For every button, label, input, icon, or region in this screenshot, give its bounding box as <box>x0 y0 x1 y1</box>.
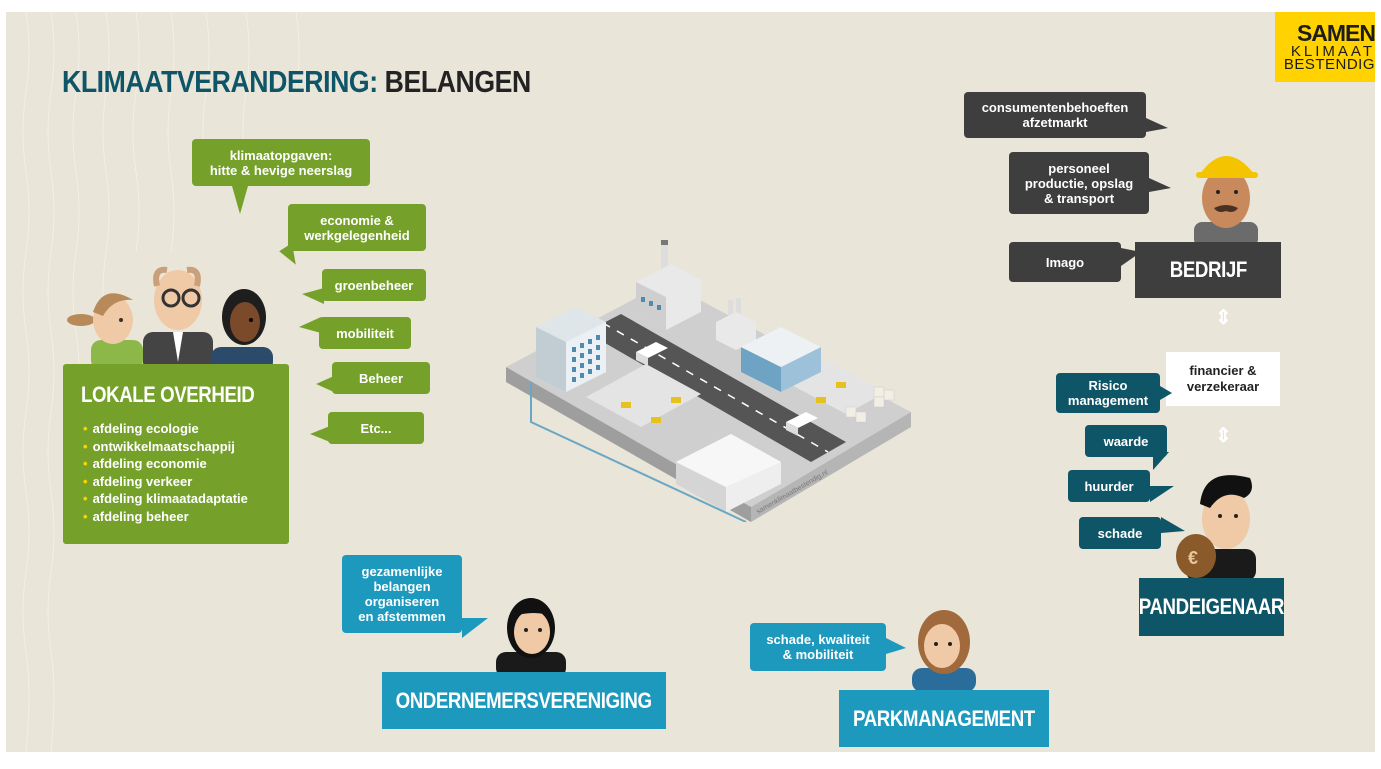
arrow-up-down-icon: ⇕ <box>1215 307 1232 329</box>
bubble-tail <box>1161 517 1185 533</box>
list-item: afdeling klimaatadaptatie <box>83 490 248 508</box>
title-part1: KLIMAATVERANDERING: <box>62 64 378 99</box>
chairwoman-illustration <box>496 598 566 678</box>
list-item: ontwikkelmaatschappij <box>83 438 248 456</box>
pandeigenaar-label: PANDEIGENAAR <box>1138 578 1285 636</box>
bubble-schade-kwaliteit: schade, kwaliteit & mobiliteit <box>750 623 886 671</box>
bubble-tail <box>310 426 330 442</box>
bubble-gezamenlijke: gezamenlijke belangen organiseren en afs… <box>342 555 462 633</box>
list-item: afdeling ecologie <box>83 420 248 438</box>
svg-text:€: € <box>1188 548 1198 568</box>
bubble-huurder: huurder <box>1068 470 1150 502</box>
industrial-park-illustration: samenklimaatbestendig.nl <box>506 240 911 522</box>
bubble-tail <box>232 186 248 214</box>
page-title: KLIMAATVERANDERING: BELANGEN <box>62 64 531 100</box>
worker-illustration <box>1194 156 1258 245</box>
logo-line1: SAMEN <box>1296 20 1375 46</box>
bubble-risico: Risico management <box>1056 373 1160 413</box>
ondernemersvereniging-title: ONDERNEMERSVERENIGING <box>395 687 653 713</box>
arrow-up-down-icon: ⇕ <box>1215 425 1232 447</box>
title-part2: BELANGEN <box>384 64 532 99</box>
financier-label: financier & verzekeraar <box>1166 352 1280 406</box>
pandeigenaar-title: PANDEIGENAAR <box>1138 594 1285 619</box>
bubble-tail <box>302 288 324 304</box>
list-item: afdeling beheer <box>83 508 248 526</box>
bubble-beheer: Beheer <box>332 362 430 394</box>
bubble-tail <box>462 618 488 638</box>
logo-line2: KLIMAAT <box>1290 43 1375 60</box>
lokale-overheid-panel: LOKALE OVERHEID afdeling ecologie ontwik… <box>63 364 289 544</box>
bubble-imago: Imago <box>1009 242 1121 282</box>
bubble-tail <box>1160 386 1172 400</box>
parkmanagement-label: PARKMANAGEMENT <box>839 690 1049 747</box>
bedrijf-label: BEDRIJF <box>1135 242 1281 298</box>
bubble-waarde: waarde <box>1085 425 1167 457</box>
bubble-tail <box>886 638 906 654</box>
bubble-groenbeheer: groenbeheer <box>322 269 426 301</box>
list-item: afdeling verkeer <box>83 473 248 491</box>
officials-illustration <box>67 266 273 367</box>
bubble-klimaatopgaven: klimaatopgaven: hitte & hevige neerslag <box>192 139 370 186</box>
bubble-tail <box>1146 118 1168 132</box>
ondernemersvereniging-label: ONDERNEMERSVERENIGING <box>382 672 666 729</box>
logo: SAMEN KLIMAAT BESTENDIG <box>1275 12 1375 82</box>
bubble-tail <box>316 376 334 392</box>
lokale-overheid-title: LOKALE OVERHEID <box>81 382 255 407</box>
slide: KLIMAATVERANDERING: BELANGEN SAMEN KLIMA… <box>6 12 1375 752</box>
list-item: afdeling economie <box>83 455 248 473</box>
bubble-tail <box>299 317 321 333</box>
bubble-personeel: personeel productie, opslag & transport <box>1009 152 1149 214</box>
bubble-tail <box>1150 486 1174 502</box>
parkmanagement-title: PARKMANAGEMENT <box>853 705 1035 731</box>
bedrijf-title: BEDRIJF <box>1169 257 1247 282</box>
lokale-overheid-list: afdeling ecologie ontwikkelmaatschappij … <box>83 420 248 525</box>
bubble-etc: Etc... <box>328 412 424 444</box>
bubble-economie: economie & werkgelegenheid <box>288 204 426 251</box>
logo-line3: BESTENDIG <box>1283 56 1375 73</box>
parkmanager-illustration <box>912 610 976 692</box>
bubble-mobiliteit: mobiliteit <box>319 317 411 349</box>
bubble-tail <box>1149 178 1171 192</box>
bubble-tail <box>1153 452 1169 470</box>
bubble-consumentenbehoeften: consumentenbehoeften afzetmarkt <box>964 92 1146 138</box>
owner-illustration: € <box>1176 475 1256 580</box>
background-lines <box>22 12 300 752</box>
bubble-schade: schade <box>1079 517 1161 549</box>
